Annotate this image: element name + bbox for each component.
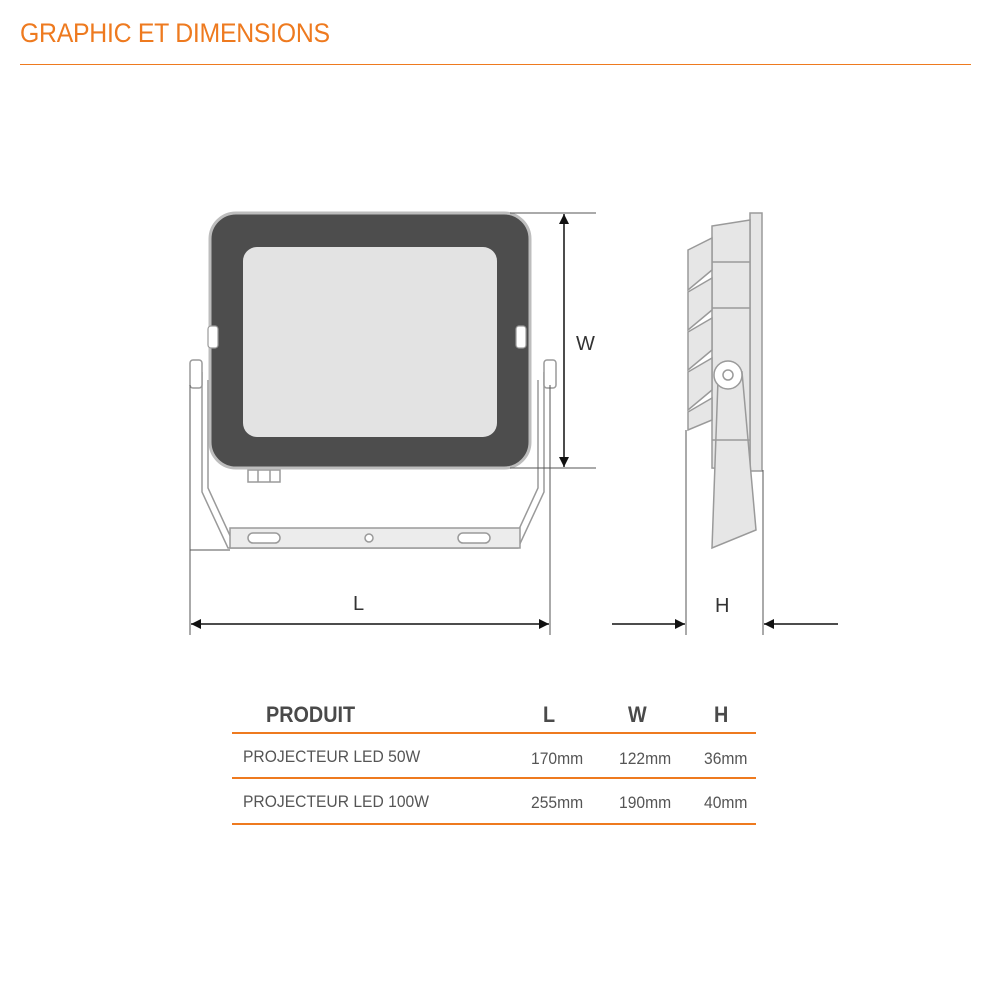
h-dimension [612,430,838,635]
title-divider [20,64,971,65]
row-1-product: PROJECTEUR LED 50W [243,747,421,766]
l-dimension [189,385,551,635]
front-view [189,359,557,549]
side-view [687,212,763,550]
row-2-product: PROJECTEUR LED 100W [243,792,429,811]
row-1-h: 36mm [704,749,748,768]
l-label: L [353,593,364,615]
col-header-product: PRODUIT [266,702,356,727]
h-label: H [715,595,729,617]
col-header-w: W [628,702,647,727]
row-rule [232,823,756,825]
col-header-l: L [543,702,556,727]
row-1-w: 122mm [619,749,672,768]
row-1-l: 170mm [531,749,584,768]
header-rule [232,732,756,734]
lamp-lens [243,247,497,437]
col-header-h: H [714,702,729,727]
row-2-l: 255mm [531,793,584,812]
row-rule [232,777,756,779]
w-dimension [510,212,596,469]
row-2-h: 40mm [704,793,748,812]
page-title: GRAPHIC ET DIMENSIONS [20,18,330,48]
w-label: W [576,333,595,355]
row-2-w: 190mm [619,793,672,812]
